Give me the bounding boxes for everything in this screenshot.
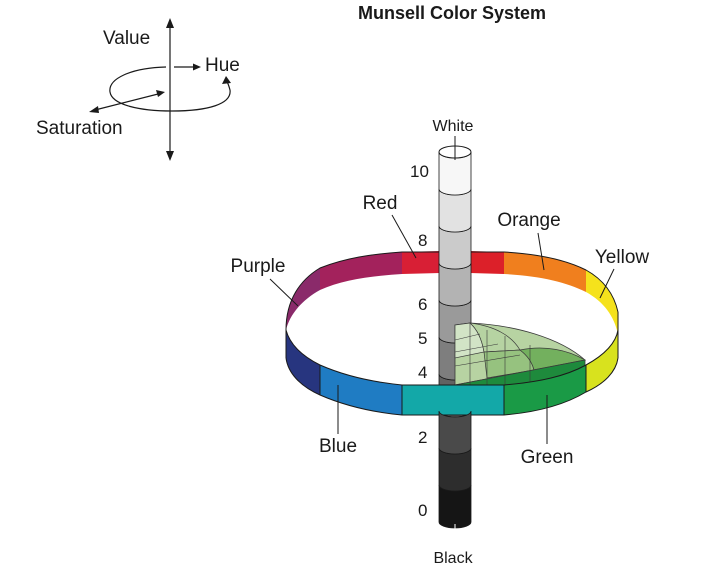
hue-ring-front [285, 312, 619, 416]
ring-segment-orange-back [504, 252, 586, 292]
ring-segment-blue [320, 365, 402, 415]
ring-top-edge-back [285, 251, 619, 331]
ring-bottom-edge-front [285, 357, 619, 416]
saturation-arrowhead-in [156, 90, 165, 97]
purple-leader [269, 278, 299, 307]
ring-segment-purple-back [286, 268, 320, 330]
hue-label-green: Green [521, 447, 574, 468]
hue-label-blue: Blue [319, 436, 357, 457]
ring-segment-red-back [402, 251, 440, 274]
ring-segment-teal [402, 385, 504, 415]
value-column-band [438, 484, 472, 529]
ring-segment-dividers [285, 312, 619, 415]
value-tick-2: 2 [418, 428, 427, 447]
axes-legend: Value Hue Saturation [36, 18, 240, 161]
hue-rotation-ellipse [109, 66, 231, 112]
value-tick-8: 8 [418, 231, 427, 250]
value-column-band [438, 447, 472, 492]
value-column-band [438, 225, 472, 270]
ring-segment-red-right-back [470, 251, 504, 274]
saturation-label: Saturation [36, 118, 123, 139]
saturation-arrow [94, 92, 163, 111]
hue-label: Hue [205, 55, 240, 76]
value-tick-10: 10 [410, 162, 429, 181]
hue-label-yellow: Yellow [595, 247, 650, 268]
value-column-band [438, 262, 472, 307]
value-tick-0: 0 [418, 501, 427, 520]
white-label: White [433, 118, 474, 135]
ring-segment-magenta-back [320, 252, 402, 290]
red-leader [391, 214, 417, 259]
black-label: Black [433, 550, 473, 567]
hue-label-red: Red [363, 193, 398, 214]
yellow-leader [599, 268, 615, 299]
value-tick-5: 5 [418, 329, 427, 348]
value-tick-6: 6 [418, 295, 427, 314]
value-label: Value [103, 28, 150, 49]
saturation-arrowhead-out [89, 106, 99, 113]
value-arrowhead-down [166, 151, 174, 161]
ring-segment-green [504, 365, 586, 415]
hue-label-orange: Orange [497, 210, 560, 231]
hue-rotation-arrowhead [222, 76, 231, 84]
ring-top-edge-front [285, 329, 619, 386]
orange-leader [537, 232, 545, 271]
ring-segment-lime [586, 330, 618, 392]
hue-label-purple: Purple [231, 256, 286, 277]
value-column-lower [438, 410, 472, 529]
value-column-band [438, 188, 472, 233]
hue-arrowhead [193, 63, 201, 71]
hue-ring-back [285, 251, 619, 334]
ring-segment-yellow-back [586, 270, 618, 334]
value-arrowhead-up [166, 18, 174, 28]
chroma-sheet-step-lines [454, 323, 531, 395]
diagram-title: Munsell Color System [358, 3, 546, 23]
value-column-band [438, 410, 472, 455]
value-tick-4: 4 [418, 363, 427, 382]
